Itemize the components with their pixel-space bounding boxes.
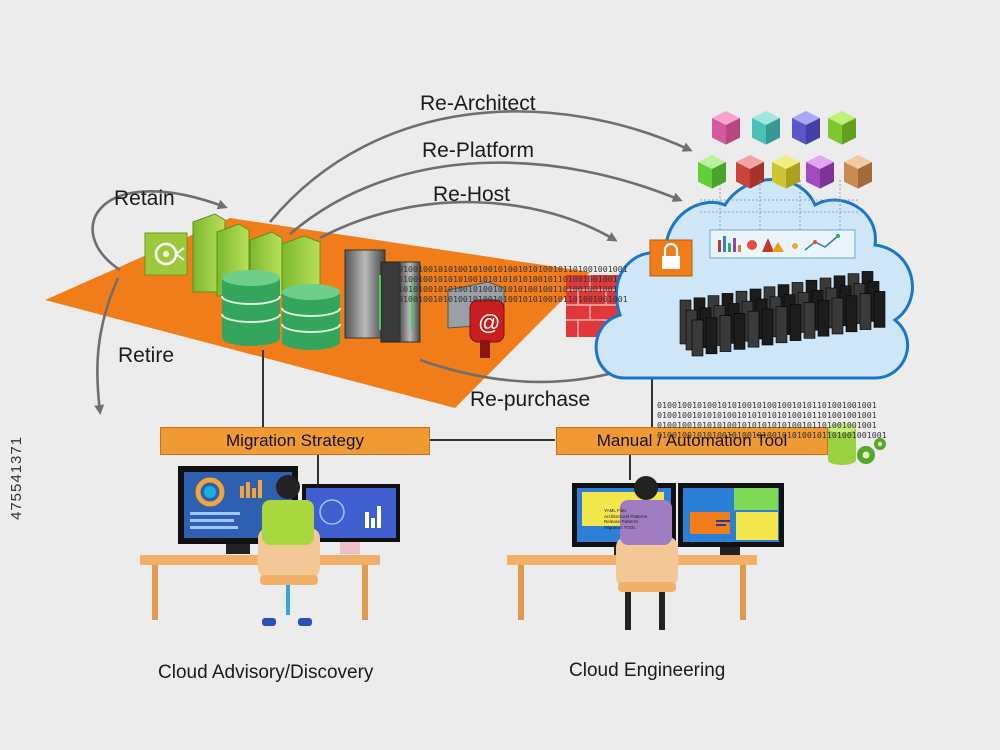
stock-watermark-id: 475541371 — [8, 435, 25, 520]
label-retire: Retire — [118, 344, 175, 367]
cube-icon — [772, 155, 800, 189]
cube-icon — [752, 111, 780, 145]
label-retain: Retain — [114, 187, 175, 210]
arrow-retire — [94, 277, 120, 415]
label-re-host: Re-Host — [433, 183, 511, 206]
arrow-retain — [91, 190, 228, 272]
microservices-cubes — [698, 111, 872, 189]
server-rack-unit — [761, 308, 774, 346]
server-rack-unit — [733, 313, 746, 350]
server-rack-unit — [817, 299, 830, 337]
binary-stream-top: 0100100101010010100101001010100101101001… — [398, 264, 628, 304]
server-rack-unit — [845, 295, 858, 333]
server-rack-unit — [831, 297, 844, 335]
arrow-re-host — [319, 200, 618, 242]
label-re-purchase: Re-purchase — [470, 388, 591, 411]
network-hub-icon — [144, 232, 188, 276]
automation-database-icon — [828, 423, 856, 465]
engineering-workstation — [507, 476, 784, 630]
label-re-platform: Re-Platform — [422, 139, 535, 162]
label-re-architect: Re-Architect — [420, 92, 536, 115]
server-rack-unit — [775, 306, 788, 344]
server-rack-unit — [705, 317, 718, 355]
physical-servers — [344, 249, 421, 343]
automation-tool-box: Manual / Automation Tool — [556, 427, 828, 455]
email-mailbox-icon: @ — [447, 281, 505, 358]
cube-icon — [736, 155, 764, 189]
cube-icon — [698, 155, 726, 189]
arrow-re-platform — [289, 161, 683, 235]
server-rack-unit — [873, 291, 886, 328]
database-icon — [221, 270, 281, 346]
server-rack-unit — [803, 302, 816, 339]
server-rack-unit — [691, 319, 704, 357]
server-rack-unit — [859, 293, 872, 330]
cube-icon — [844, 155, 872, 189]
database-icon — [281, 284, 341, 350]
advisory-workstation — [140, 466, 400, 626]
cube-grid — [700, 180, 860, 230]
arrow-re-architect — [269, 110, 693, 223]
cube-icon — [828, 111, 856, 145]
cube-icon — [806, 155, 834, 189]
analytics-panel — [709, 229, 856, 259]
cube-icon — [792, 111, 820, 145]
cloud-server-cluster — [679, 271, 886, 357]
caption-advisory: Cloud Advisory/Discovery — [158, 662, 374, 683]
gear-icon — [857, 438, 886, 464]
caption-engineering: Cloud Engineering — [569, 660, 726, 681]
lock-icon — [649, 239, 693, 277]
server-rack-unit — [789, 304, 802, 341]
connector-lines — [262, 350, 653, 485]
server-rack-unit — [719, 315, 732, 352]
migration-strategy-box: Migration Strategy — [160, 427, 430, 455]
cube-icon — [712, 111, 740, 145]
server-rack-unit — [747, 310, 760, 348]
svg-text:@: @ — [478, 310, 500, 335]
binary-stream-bottom: 0100100101001010100101001001010110100100… — [657, 400, 887, 440]
